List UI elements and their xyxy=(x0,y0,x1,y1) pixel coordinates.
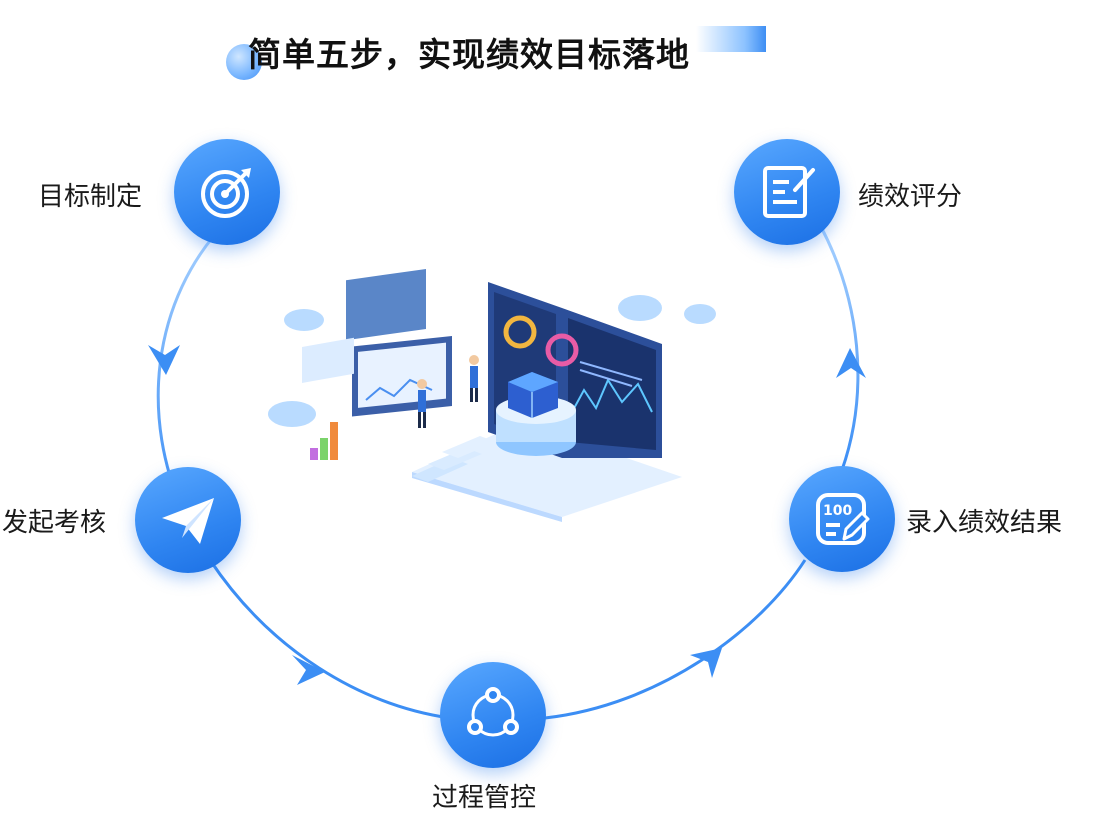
ring-arc-right-upper xyxy=(818,224,860,471)
svg-text:100: 100 xyxy=(823,503,852,519)
step-node-goal-setting[interactable] xyxy=(174,139,280,245)
step-node-enter-results[interactable]: 100 xyxy=(789,466,895,572)
ring-arc-right-lower xyxy=(544,559,807,720)
page-title: 简单五步，实现绩效目标落地 xyxy=(248,35,690,74)
step-label-enter-results: 录入绩效结果 xyxy=(906,508,1063,538)
arrow-right-icon xyxy=(292,655,325,685)
target-icon xyxy=(201,168,251,218)
step-node-process-control[interactable] xyxy=(440,662,546,768)
step-label-performance-scoring: 绩效评分 xyxy=(858,182,963,212)
score-entry-icon: 100 xyxy=(816,493,870,545)
title-decoration-bar xyxy=(696,26,766,52)
paper-plane-icon xyxy=(162,498,214,544)
step-label-goal-setting: 目标制定 xyxy=(38,182,143,212)
share-nodes-icon xyxy=(467,687,519,737)
arrow-right-up-icon xyxy=(690,648,722,678)
ring-arc-left-lower xyxy=(208,559,451,720)
page-title-area: 简单五步，实现绩效目标落地 xyxy=(226,20,766,80)
step-node-launch-assessment[interactable] xyxy=(135,467,241,573)
data-dashboard-illustration xyxy=(268,268,716,522)
arrow-down-icon xyxy=(148,345,180,375)
title-decoration-dot xyxy=(226,44,262,80)
document-edit-icon xyxy=(763,166,815,218)
step-label-launch-assessment: 发起考核 xyxy=(2,508,107,538)
step-label-process-control: 过程管控 xyxy=(432,783,537,813)
arrow-up-icon xyxy=(836,348,866,378)
step-node-performance-scoring[interactable] xyxy=(734,139,840,245)
